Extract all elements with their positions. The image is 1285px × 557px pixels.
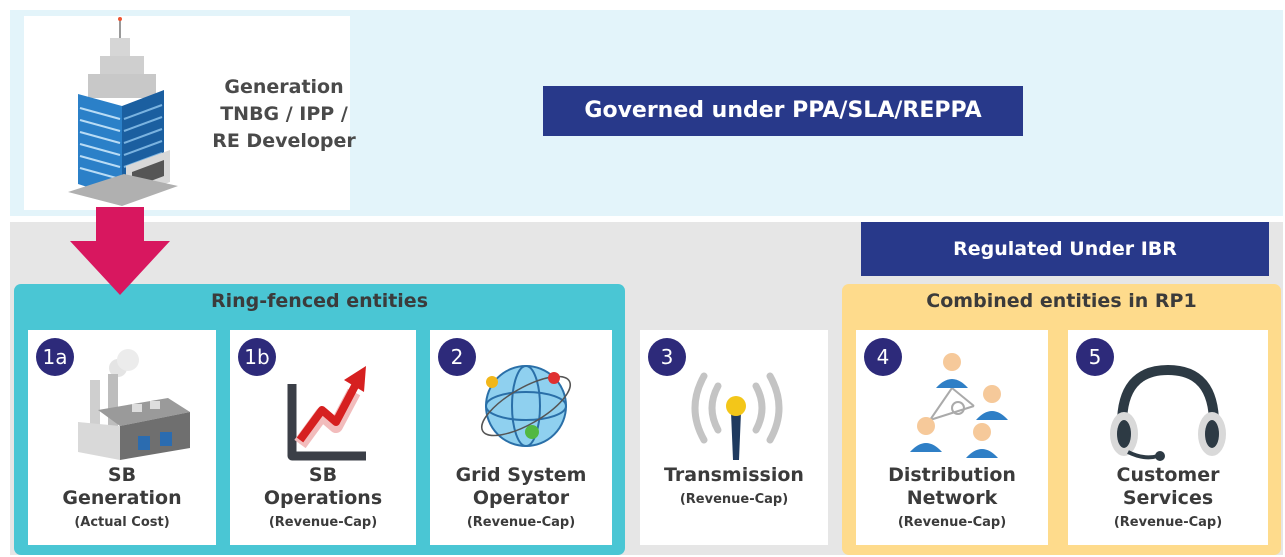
- power-plant-icon: [78, 349, 190, 460]
- entity-badge: 5: [1076, 338, 1114, 376]
- entity-title-line: SB: [107, 464, 137, 486]
- ppa-governance-banner: Governed under PPA/SLA/REPPA: [543, 86, 1023, 136]
- entity-title-line: Network: [906, 487, 998, 509]
- combined-title: Combined entities in RP1: [926, 290, 1197, 312]
- entity-badge: 1b: [238, 338, 276, 376]
- entity-title-line: Distribution: [888, 464, 1016, 486]
- entity-subtitle: (Revenue-Cap): [897, 515, 1007, 530]
- entity-badge: 2: [438, 338, 476, 376]
- entity-badge: 1a: [36, 338, 74, 376]
- ibr-regulation-banner: Regulated Under IBR: [861, 222, 1269, 276]
- generation-line: RE Developer: [212, 130, 356, 152]
- entity-card-transmission: 3 Transmission (Revenue-Cap): [640, 330, 828, 545]
- network-globe-icon: [481, 365, 571, 447]
- entity-card-sb-generation: 1a SB Generation (Actual Cost): [28, 330, 216, 545]
- entity-badge: 4: [864, 338, 902, 376]
- entity-card-customer-services: 5 Customer Services (Revenue-Cap): [1068, 330, 1268, 545]
- entity-card-grid-system-operator: 2 Grid System Operator (Revenue-Cap): [430, 330, 612, 545]
- entity-subtitle: (Revenue-Cap): [466, 515, 576, 530]
- office-building-icon: [68, 17, 178, 206]
- entity-card-distribution-network: 4 Distribution Network (Revenue-Cap): [856, 330, 1048, 545]
- people-network-icon: [910, 353, 1008, 458]
- entity-title-line: Services: [1122, 487, 1214, 509]
- entity-badge: 3: [648, 338, 686, 376]
- generation-line: TNBG / IPP /: [220, 103, 348, 125]
- entity-title-line: SB: [308, 464, 338, 486]
- entity-subtitle: (Revenue-Cap): [268, 515, 378, 530]
- growth-chart-icon: [287, 366, 366, 461]
- signal-tower-icon: [691, 372, 783, 460]
- generation-box: Generation TNBG / IPP / RE Developer: [24, 16, 356, 210]
- entity-title-line: Grid System: [455, 464, 587, 486]
- down-arrow-icon: [70, 207, 170, 295]
- generation-line: Generation: [224, 76, 344, 98]
- entity-title-line: Generation: [62, 487, 182, 509]
- entity-title-line: Operator: [472, 487, 570, 509]
- entity-card-sb-operations: 1b SB Operations (Revenue-Cap): [230, 330, 416, 545]
- entity-subtitle: (Revenue-Cap): [679, 492, 789, 507]
- entity-subtitle: (Actual Cost): [74, 515, 170, 530]
- generation-label: Generation TNBG / IPP / RE Developer: [204, 74, 364, 155]
- entity-title-line: Operations: [263, 487, 383, 509]
- headset-icon: [1110, 364, 1226, 461]
- entity-title-line: Customer: [1116, 464, 1220, 486]
- ring-fenced-title: Ring-fenced entities: [211, 290, 428, 312]
- entity-subtitle: (Revenue-Cap): [1113, 515, 1223, 530]
- entity-title-line: Transmission: [664, 464, 804, 486]
